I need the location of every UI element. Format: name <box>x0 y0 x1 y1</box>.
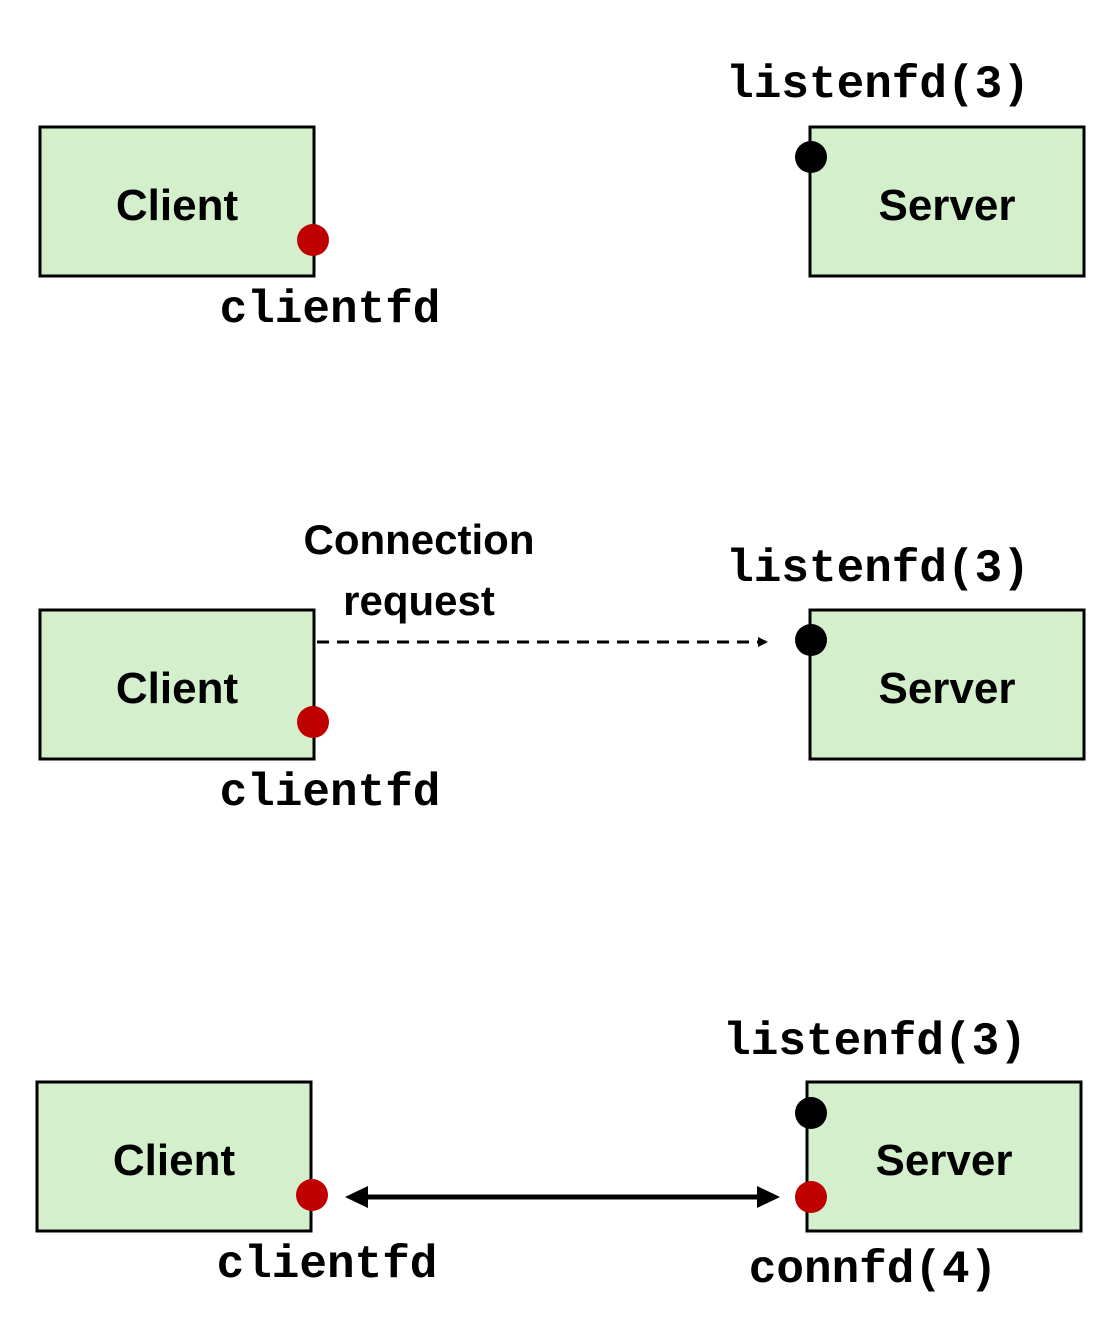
server-label: Server <box>875 1136 1012 1185</box>
clientfd-socket <box>297 224 329 256</box>
listenfd-label: listenfd(3) <box>726 59 1030 111</box>
server-box <box>808 608 1086 761</box>
server-box <box>805 1080 1083 1233</box>
server-label: Server <box>878 181 1015 230</box>
clientfd-label: clientfd <box>217 1239 438 1291</box>
listenfd-socket <box>795 1097 827 1129</box>
client-box <box>38 608 316 761</box>
client-label: Client <box>113 1136 236 1185</box>
listenfd-socket <box>795 624 827 656</box>
panel-1: Client clientfd Server listenfd(3) <box>38 59 1086 336</box>
connfd-label: connfd(4) <box>749 1244 997 1296</box>
listenfd-socket <box>795 141 827 173</box>
client-label: Client <box>116 664 239 713</box>
listenfd-label: listenfd(3) <box>723 1016 1027 1068</box>
connection-request-label-line2: request <box>343 577 495 624</box>
clientfd-socket <box>296 1179 328 1211</box>
connection-arrowhead-left <box>345 1186 368 1208</box>
server-label: Server <box>878 664 1015 713</box>
clientfd-label: clientfd <box>220 767 441 819</box>
connection-request-label-line1: Connection <box>304 516 535 563</box>
client-box <box>38 125 316 278</box>
clientfd-socket <box>297 706 329 738</box>
panel-2: Client clientfd Connection request Serve… <box>38 516 1086 819</box>
connfd-socket <box>795 1181 827 1213</box>
server-box <box>808 125 1086 278</box>
client-box <box>35 1080 313 1233</box>
client-label: Client <box>116 181 239 230</box>
listenfd-label: listenfd(3) <box>726 543 1030 595</box>
clientfd-label: clientfd <box>220 284 441 336</box>
connection-arrowhead-right <box>757 1186 780 1208</box>
panel-3: Client clientfd Server listenfd(3) connf… <box>35 1016 1083 1296</box>
